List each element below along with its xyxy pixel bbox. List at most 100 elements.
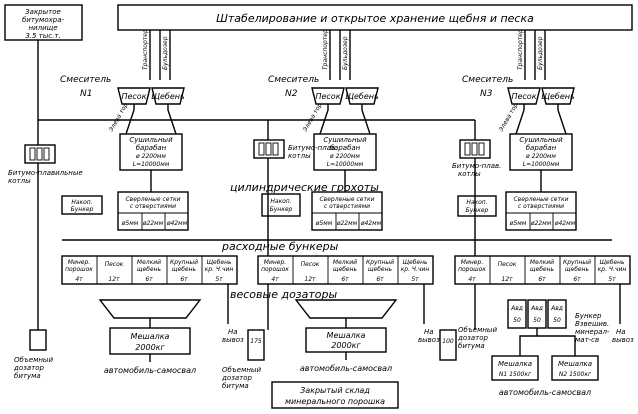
closed-store-l1: Закрытый склад: [300, 386, 370, 395]
bunker2-l1: Накоп.: [270, 198, 291, 205]
sieve1-l1: Сверленые сетки: [125, 196, 180, 203]
bin3-stone-l1: Щебень: [599, 259, 625, 266]
bin1-mineral-l2: порошок: [65, 266, 93, 273]
mixer-box-3b: Мешалка N2 1500кг: [551, 355, 599, 381]
bin3-mineral-cap: 4т: [468, 276, 476, 283]
sieve1-s2: ø22мм: [142, 220, 164, 227]
bin2-coarse-cap: 6т: [376, 276, 384, 283]
bin1-coarse-l2: щебень: [172, 266, 197, 273]
hopper3-gravel: Щебень: [541, 92, 575, 101]
bin3-fine-cap: 6т: [538, 276, 546, 283]
hopper3-sand: Песок: [511, 92, 536, 101]
sieve2-s3: ø42мм: [360, 220, 382, 227]
bin2-stone-l2: кр. Ч.чин: [401, 266, 430, 273]
vdoser3-l3: битума: [458, 342, 485, 350]
doser-cap-2: 50: [533, 317, 541, 324]
dryer1-l3: ø 2200мм: [135, 153, 166, 160]
dryer2-l2: барабан: [330, 144, 361, 152]
dryer-1: Сушильный барабан ø 2200мм L=10000мм: [119, 133, 183, 171]
bin2-fine-cap: 6т: [341, 276, 349, 283]
mixer2-label: Смеситель: [268, 75, 319, 85]
bitumen-storage-l3: нилище: [28, 24, 57, 32]
boilers1-l2: котлы: [8, 177, 31, 185]
bin1-stone-l1: Щебень: [206, 259, 232, 266]
transport-1a: Транспортер: [142, 29, 149, 70]
bunker1-l2: Бункер: [71, 206, 94, 213]
bunker-right-l2: Взвешив.: [575, 320, 609, 328]
dryer-2: Сушильный барабан ø 2200мм L=10000мм: [313, 133, 377, 171]
stockpile-title-box: Штабелирование и открытое хранение щебня…: [117, 4, 633, 31]
sieve1-s3: ø42мм: [166, 220, 188, 227]
bin3-fine-l1: Мелкий: [530, 259, 554, 266]
dosers-title: весовые дозаторы: [230, 288, 338, 301]
bitumen-storage-l2: битумохра-: [22, 16, 65, 24]
mixer1-box-l2: 2000кг: [135, 343, 165, 352]
mixer2-num: N2: [285, 89, 298, 99]
sieve3-l1: Сверленые сетки: [513, 196, 568, 203]
bunker1-l1: Накоп.: [71, 199, 92, 206]
closed-store: Закрытый склад минерального порошка: [271, 381, 399, 409]
vdoser1-l2: дозатор: [13, 364, 44, 372]
bin2-coarse-l1: Крупный: [366, 259, 394, 266]
doser-1: [98, 299, 202, 319]
bin1-coarse-cap: 6т: [180, 276, 188, 283]
vdoser1-l1: Объемный: [14, 356, 53, 364]
hopper2-sand: Песок: [315, 92, 340, 101]
bin1-coarse-l1: Крупный: [170, 259, 198, 266]
dryer3-l2: барабан: [526, 144, 557, 152]
elevator-3: Элева тор: [497, 102, 520, 134]
vdoser2-num: 175: [250, 338, 262, 345]
vdoser2-l3: битума: [222, 382, 249, 390]
bin3-sand-cap: 12т: [501, 276, 513, 283]
dryer3-l4: L=10000мм: [523, 161, 560, 168]
bins-group-1: Минер. порошок 4т Песок 12т Мелкий щебен…: [61, 255, 238, 285]
bin3-sand-l1: Песок: [498, 261, 517, 268]
closed-store-l2: минерального порошка: [285, 397, 385, 406]
mixer3-label: Смеситель: [462, 75, 513, 85]
bin2-sand-cap: 12т: [304, 276, 316, 283]
mixer3a-l2: N1 1500кг: [499, 371, 532, 378]
hoppers-1: Песок Щебень: [117, 87, 185, 105]
bin2-sand-l1: Песок: [301, 261, 320, 268]
bin2-mineral-l1: Минер.: [264, 259, 286, 266]
doser-unit-2: Авд: [530, 305, 543, 312]
vdoser2-l2: дозатор: [221, 374, 252, 382]
bunker-right-l4: мат-св: [575, 336, 599, 344]
transport-1b: Бульдозер: [162, 36, 169, 70]
transport-2a: Транспортер: [322, 29, 329, 70]
mixer-box-1: Мешалка 2000кг: [109, 318, 191, 355]
mixer1-box-l1: Мешалка: [131, 332, 170, 341]
bin1-stone-l2: кр. Ч.чин: [205, 266, 234, 273]
vdoser1-l3: битума: [14, 372, 41, 380]
boilers2-l1: Битумо-плав.: [288, 144, 337, 152]
screen-block-1: Накоп. Бункер Сверленые сетки с отверсти…: [61, 191, 189, 231]
hoppers-2: Песок Щебень: [311, 87, 379, 105]
mixer2-box-l1: Мешалка: [327, 331, 366, 340]
dryer2-l1: Сушильный: [323, 136, 367, 144]
hopper1-sand: Песок: [121, 92, 146, 101]
bin2-fine-l2: щебень: [333, 266, 358, 273]
elevator-1: Элева тор: [107, 102, 130, 134]
bin3-fine-l2: щебень: [530, 266, 555, 273]
bin2-fine-l1: Мелкий: [333, 259, 357, 266]
vdoser2-l1: Объемный: [222, 366, 261, 374]
transport-2b: Бульдозер: [342, 36, 349, 70]
mixer3-num: N3: [480, 89, 493, 99]
truck2: автомобиль-самосвал: [300, 364, 392, 373]
bunker-right-l1: Бункер: [575, 312, 602, 320]
transport-3b: Бульдозер: [537, 36, 544, 70]
boilers2-l2: котлы: [288, 152, 311, 160]
bin1-fine-l1: Мелкий: [137, 259, 161, 266]
hopper2-gravel: Щебень: [345, 92, 379, 101]
dryer3-l3: ø 2200мм: [525, 153, 556, 160]
hopper1-gravel: Щебень: [151, 92, 185, 101]
boilers-3: Битумо-плав. котлы: [452, 120, 501, 178]
mixer3a-l1: Мешалка: [498, 360, 532, 368]
dryer1-l4: L=10000мм: [133, 161, 170, 168]
bins-group-2: Минер. порошок 4т Песок 12т Мелкий щебен…: [257, 255, 434, 285]
doser-unit-1: Авд: [510, 305, 523, 312]
bin3-mineral-l2: порошок: [458, 266, 486, 273]
truck3: автомобиль-самосвал: [499, 388, 591, 397]
boilers-2: Битумо-плав. котлы: [253, 120, 337, 160]
